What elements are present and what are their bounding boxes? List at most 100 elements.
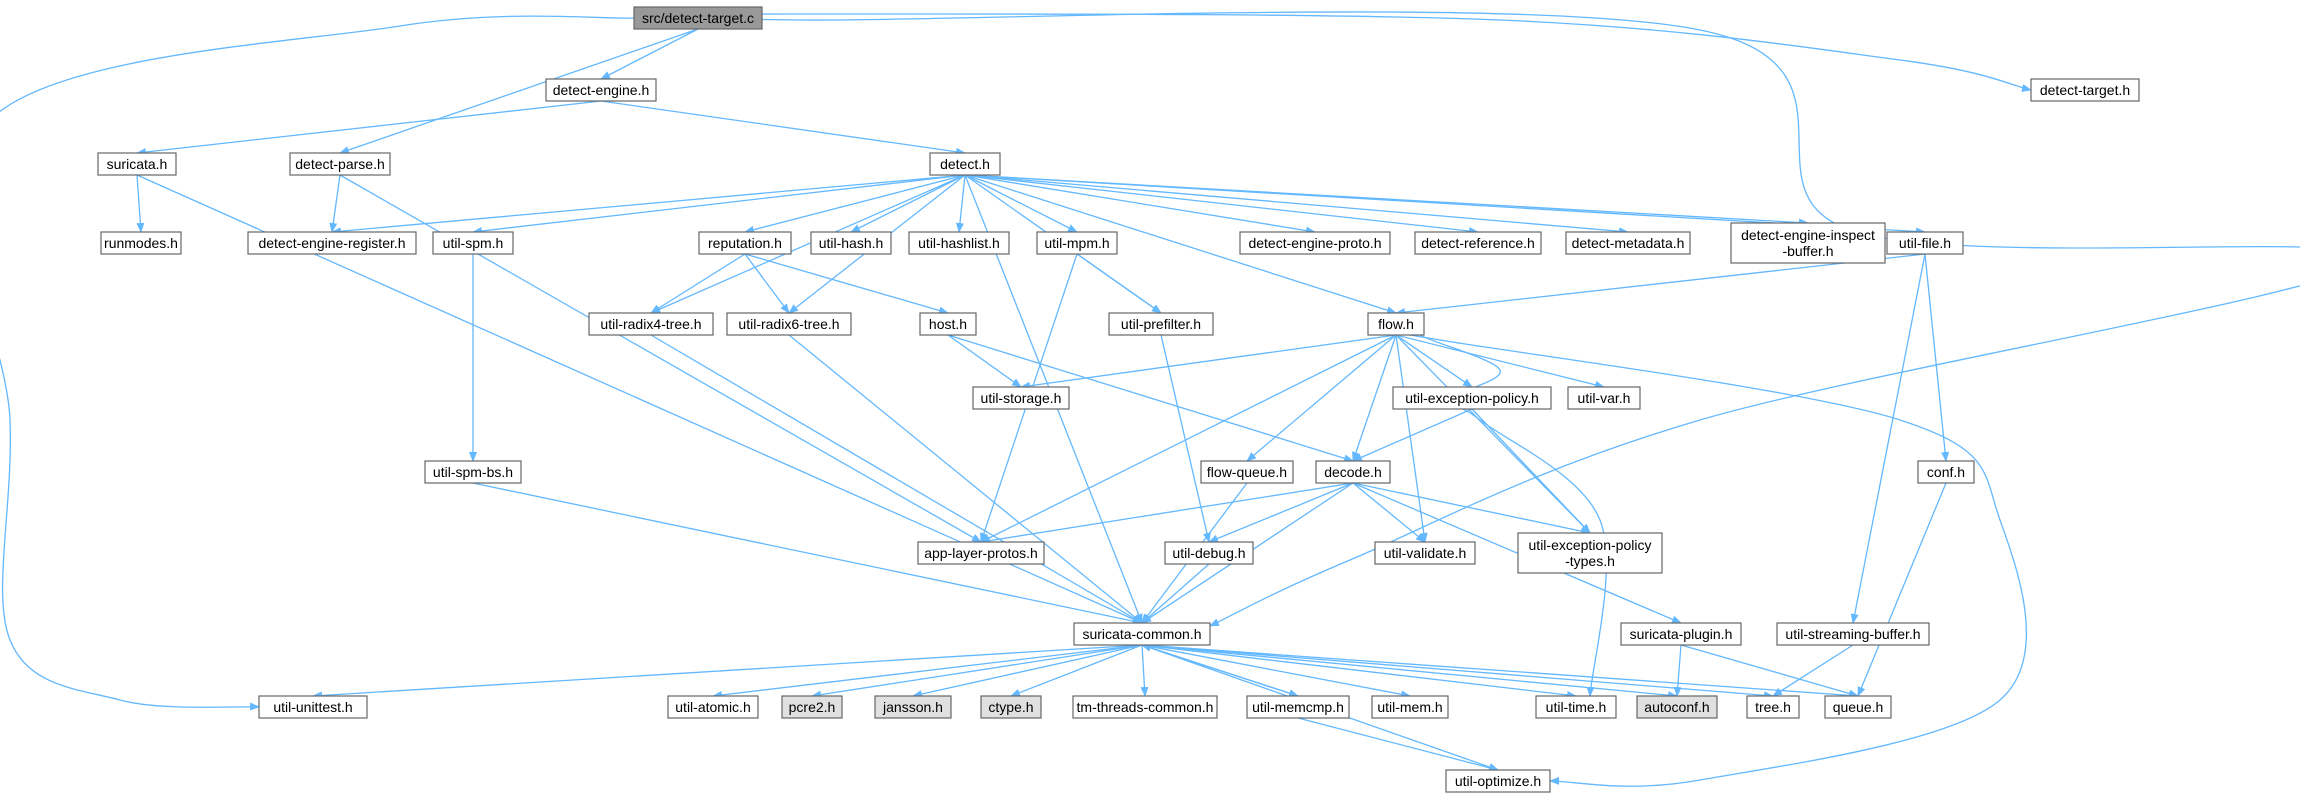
node-tm-threads-common-h[interactable]: tm-threads-common.h	[1072, 695, 1218, 719]
edge-host-h-to-decode-h	[947, 334, 1354, 463]
node-util-mpm-h[interactable]: util-mpm.h	[1036, 231, 1118, 255]
node-detect-target-c[interactable]: src/detect-target.c	[633, 6, 763, 30]
node-suricata-common-h[interactable]: suricata-common.h	[1073, 622, 1211, 646]
node-label: util-radix6-tree.h	[738, 316, 839, 332]
node-box	[1036, 231, 1118, 255]
node-box	[1917, 460, 1975, 484]
node-util-atomic-h[interactable]: util-atomic.h	[667, 695, 759, 719]
node-util-storage-h[interactable]: util-storage.h	[972, 386, 1070, 410]
node-tree-h[interactable]: tree.h	[1746, 695, 1800, 719]
node-detect-engine-proto-h[interactable]: detect-engine-proto.h	[1239, 231, 1391, 255]
edge-reputation-h-to-host-h	[744, 253, 949, 315]
node-label: util-time.h	[1546, 699, 1607, 715]
node-box	[432, 231, 514, 255]
node-suricata-plugin-h[interactable]: suricata-plugin.h	[1620, 622, 1742, 646]
node-runmodes-h[interactable]: runmodes.h	[100, 231, 182, 255]
node-box	[1164, 541, 1254, 565]
node-reputation-h[interactable]: reputation.h	[698, 231, 792, 255]
node-conf-h[interactable]: conf.h	[1917, 460, 1975, 484]
node-box	[1565, 231, 1691, 255]
node-util-prefilter-h[interactable]: util-prefilter.h	[1108, 312, 1214, 336]
node-label: util-mem.h	[1377, 699, 1442, 715]
node-label: autoconf.h	[1644, 699, 1709, 715]
node-box	[1824, 695, 1892, 719]
node-util-hashlist-h[interactable]: util-hashlist.h	[908, 231, 1010, 255]
node-detect-engine-inspect-buffer-h[interactable]: detect-engine-inspect-buffer.h	[1730, 222, 1886, 264]
edge-suricata-common-h-to-util-time-h	[1141, 644, 1577, 699]
node-label: ctype.h	[988, 699, 1033, 715]
node-util-spm-h[interactable]: util-spm.h	[432, 231, 514, 255]
node-box	[1073, 622, 1211, 646]
edge-util-memcmp-h-to-suricata-common-h	[1141, 643, 1299, 697]
node-label: queue.h	[1833, 699, 1884, 715]
node-box	[1620, 622, 1742, 646]
edge-detect-target-c-to-detect-engine-h	[600, 28, 699, 80]
node-util-exception-policy-h[interactable]: util-exception-policy.h	[1392, 386, 1552, 410]
node-suricata-h[interactable]: suricata.h	[97, 152, 177, 176]
node-box	[1567, 386, 1641, 410]
node-detect-reference-h[interactable]: detect-reference.h	[1414, 231, 1542, 255]
node-util-var-h[interactable]: util-var.h	[1567, 386, 1641, 410]
node-util-optimize-h[interactable]: util-optimize.h	[1445, 769, 1551, 793]
node-util-mem-h[interactable]: util-mem.h	[1371, 695, 1449, 719]
node-label: pcre2.h	[789, 699, 836, 715]
node-label: decode.h	[1324, 464, 1382, 480]
edge-suricata-common-h-to-util-atomic-h	[712, 644, 1143, 699]
node-util-radix4-tree-h[interactable]: util-radix4-tree.h	[588, 312, 714, 336]
node-label: util-exception-policy	[1529, 537, 1652, 553]
node-pcre2-h[interactable]: pcre2.h	[781, 695, 843, 719]
node-util-memcmp-h[interactable]: util-memcmp.h	[1246, 695, 1350, 719]
node-util-exception-policy-types-h[interactable]: util-exception-policy-types.h	[1517, 532, 1663, 574]
edge-suricata-common-h-to-jansson-h	[912, 644, 1143, 698]
edge-suricata-plugin-h-to-autoconf-h	[1673, 644, 1682, 697]
node-util-file-h[interactable]: util-file.h	[1886, 231, 1964, 255]
node-detect-engine-h[interactable]: detect-engine.h	[545, 78, 657, 102]
node-detect-target-h[interactable]: detect-target.h	[2030, 78, 2140, 102]
edge-util-radix4-tree-h-to-suricata-common-h	[650, 334, 1143, 624]
edge-decode-h-to-util-validate-h	[1352, 482, 1426, 543]
node-decode-h[interactable]: decode.h	[1315, 460, 1391, 484]
node-ctype-h[interactable]: ctype.h	[980, 695, 1042, 719]
node-util-debug-h[interactable]: util-debug.h	[1164, 541, 1254, 565]
node-jansson-h[interactable]: jansson.h	[874, 695, 952, 719]
node-box	[1746, 695, 1800, 719]
node-label: detect-metadata.h	[1572, 235, 1685, 251]
node-autoconf-h[interactable]: autoconf.h	[1636, 695, 1718, 719]
node-app-layer-protos-h[interactable]: app-layer-protos.h	[917, 541, 1045, 565]
edge-flow-h-to-flow-queue-h	[1246, 334, 1397, 462]
node-label: detect-reference.h	[1421, 235, 1535, 251]
node-label: util-unittest.h	[273, 699, 352, 715]
node-label: util-var.h	[1578, 390, 1631, 406]
node-box	[667, 695, 759, 719]
node-box	[810, 231, 892, 255]
node-util-spm-bs-h[interactable]: util-spm-bs.h	[424, 460, 522, 484]
node-util-time-h[interactable]: util-time.h	[1535, 695, 1617, 719]
node-host-h[interactable]: host.h	[919, 312, 977, 336]
node-detect-engine-register-h[interactable]: detect-engine-register.h	[247, 231, 417, 255]
node-label: detect.h	[940, 156, 990, 172]
node-util-validate-h[interactable]: util-validate.h	[1374, 541, 1476, 565]
edge-detect-engine-h-to-suricata-h	[136, 100, 602, 156]
node-util-radix6-tree-h[interactable]: util-radix6-tree.h	[726, 312, 852, 336]
node-label: util-spm-bs.h	[433, 464, 513, 480]
node-detect-metadata-h[interactable]: detect-metadata.h	[1565, 231, 1691, 255]
node-util-streaming-buffer-h[interactable]: util-streaming-buffer.h	[1776, 622, 1930, 646]
node-box	[545, 78, 657, 102]
node-box	[1246, 695, 1350, 719]
edge-suricata-common-h-to-util-unittest-h	[312, 644, 1143, 700]
edge-detect-h-to-util-hash-h	[850, 174, 966, 233]
node-util-hash-h[interactable]: util-hash.h	[810, 231, 892, 255]
node-label: src/detect-target.c	[642, 10, 754, 26]
node-label: flow.h	[1378, 316, 1414, 332]
edge-flow-h-to-util-validate-h	[1395, 334, 1428, 543]
node-label: util-hashlist.h	[918, 235, 1000, 251]
node-detect-parse-h[interactable]: detect-parse.h	[289, 152, 391, 176]
node-detect-h[interactable]: detect.h	[929, 152, 1001, 176]
node-queue-h[interactable]: queue.h	[1824, 695, 1892, 719]
node-util-unittest-h[interactable]: util-unittest.h	[258, 695, 368, 719]
node-box	[97, 152, 177, 176]
node-label: conf.h	[1927, 464, 1965, 480]
node-flow-queue-h[interactable]: flow-queue.h	[1200, 460, 1294, 484]
node-box	[726, 312, 852, 336]
node-flow-h[interactable]: flow.h	[1367, 312, 1425, 336]
